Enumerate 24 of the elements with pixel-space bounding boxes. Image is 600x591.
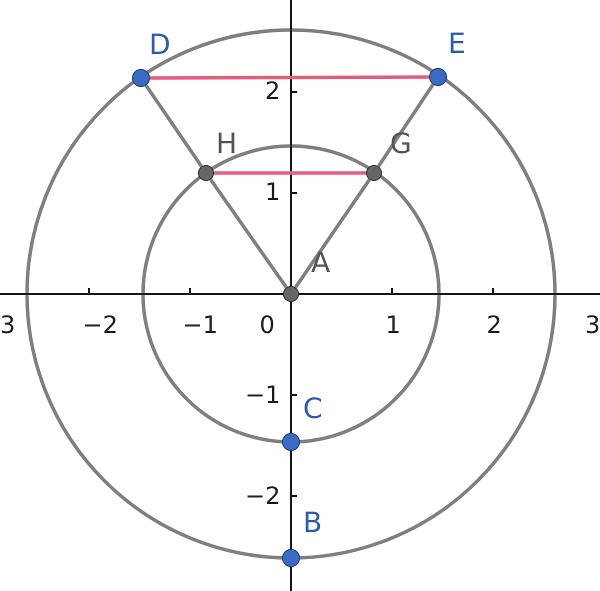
- tick-label: 1: [386, 312, 401, 338]
- point-label: E: [448, 29, 466, 59]
- point-label: D: [149, 30, 171, 60]
- line-segment: [150, 75, 429, 80]
- line-segment: [209, 178, 288, 288]
- point-label: G: [390, 129, 412, 159]
- line-segment: [294, 178, 371, 288]
- tick-label: 2: [265, 78, 280, 104]
- tick-label: 3: [585, 312, 600, 338]
- line-segment: [144, 84, 203, 168]
- tick-label: 0: [260, 312, 275, 338]
- line-segment: [376, 84, 434, 168]
- point-label: A: [311, 248, 330, 278]
- tick-label: −2: [245, 483, 280, 509]
- tick-label: −2: [82, 312, 118, 338]
- tick-label: 3: [0, 312, 16, 338]
- tick-label: −1: [245, 382, 280, 408]
- point-label: B: [303, 508, 322, 538]
- tick-label: −1: [182, 312, 218, 338]
- point-label: H: [216, 129, 238, 159]
- point-label: C: [303, 394, 323, 424]
- line-segment: [214, 171, 366, 175]
- tick-label: 2: [486, 312, 502, 338]
- tick-label: 1: [265, 179, 280, 205]
